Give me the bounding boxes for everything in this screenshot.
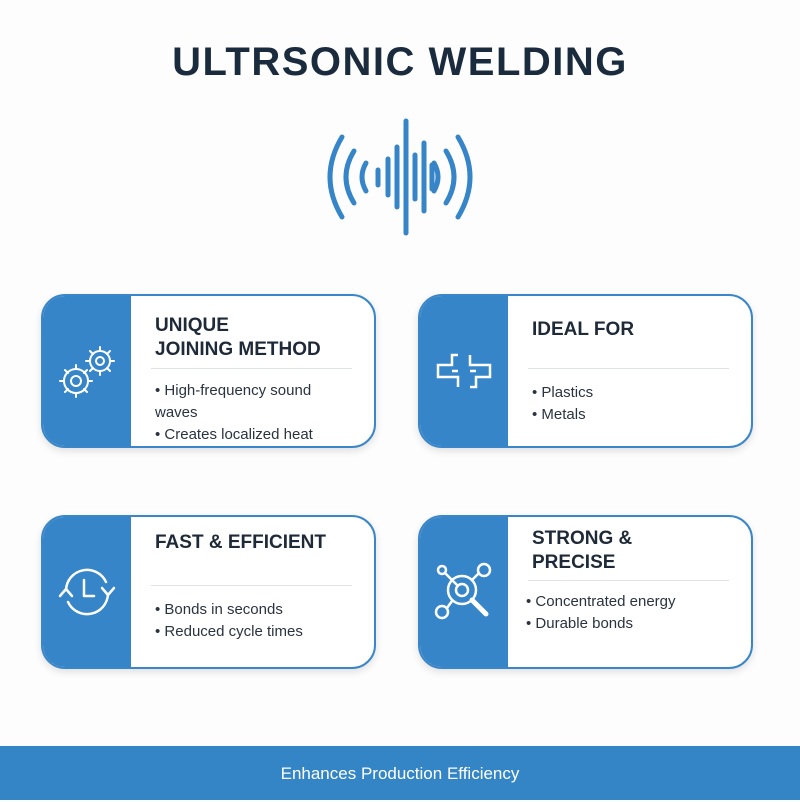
card-fast-efficient: FAST & EFFICIENT Bonds in seconds Reduce… — [41, 515, 376, 669]
card-title-line1: UNIQUE — [155, 315, 229, 336]
divider — [151, 585, 352, 586]
gears-icon — [59, 346, 115, 398]
bullet-item: Creates localized heat — [155, 424, 352, 446]
bullet-item: Plastics — [532, 382, 593, 404]
sound-wave-icon — [327, 118, 473, 236]
card-icon-panel — [420, 296, 508, 446]
divider — [151, 368, 352, 369]
card-icon-panel — [43, 296, 131, 446]
precision-target-icon — [434, 562, 492, 620]
card-title-line1: FAST & EFFICIENT — [155, 532, 326, 553]
divider — [528, 580, 729, 581]
bullet-item: High-frequency sound waves — [155, 380, 352, 424]
bullet-item: Concentrated energy — [526, 591, 675, 613]
bullet-item: Bonds in seconds — [155, 599, 303, 621]
bullet-list: Concentrated energy Durable bonds — [526, 591, 676, 635]
card-title-line2: JOINING METHOD — [155, 339, 321, 360]
card-unique-joining-method: UNIQUE JOINING METHOD High-frequency sou… — [41, 294, 376, 448]
joining-parts-icon — [436, 353, 492, 389]
bullet-list: High-frequency sound waves Creates local… — [155, 380, 352, 446]
footer-banner: Enhances Production Efficiency — [0, 746, 800, 800]
bullet-item: Durable bonds — [526, 613, 676, 635]
card-strong-precise: STRONG & PRECISE Concentrated energy Dur… — [418, 515, 753, 669]
divider — [528, 368, 729, 369]
card-icon-panel — [43, 517, 131, 667]
card-icon-panel — [420, 517, 508, 667]
card-title-line2: PRECISE — [532, 552, 616, 573]
bullet-list: Bonds in seconds Reduced cycle times — [155, 599, 303, 643]
cycle-clock-icon — [58, 568, 116, 616]
page-title: ULTRSONIC WELDING — [172, 40, 628, 84]
bullet-item: Metals — [532, 404, 593, 426]
card-ideal-for: IDEAL FOR Plastics Metals — [418, 294, 753, 448]
card-title-line1: IDEAL FOR — [532, 319, 635, 340]
bullet-list: Plastics Metals — [532, 382, 593, 426]
card-title-line1: STRONG & — [532, 528, 633, 549]
bullet-item: Reduced cycle times — [155, 621, 302, 643]
